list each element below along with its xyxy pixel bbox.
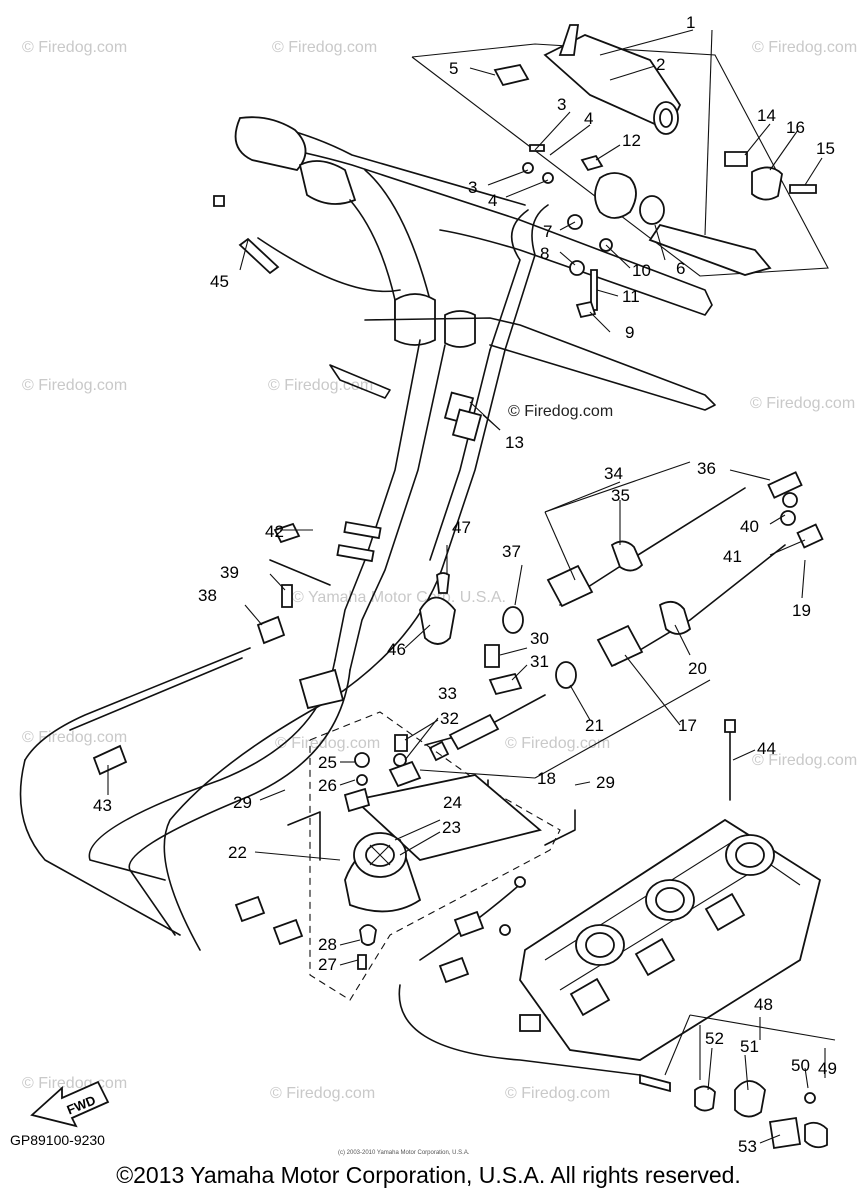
cables bbox=[19, 204, 641, 1076]
watermark: © Firedog.com bbox=[272, 39, 377, 56]
callout-50: 50 bbox=[791, 1056, 810, 1075]
callout-19: 19 bbox=[792, 601, 811, 620]
watermark: © Firedog.com bbox=[22, 729, 127, 746]
watermark: © Firedog.com bbox=[22, 377, 127, 394]
callout-7: 7 bbox=[543, 222, 552, 241]
callout-24: 24 bbox=[443, 793, 462, 812]
callout-4: 4 bbox=[488, 191, 497, 210]
callout-9: 9 bbox=[625, 323, 634, 342]
callout-4: 4 bbox=[584, 109, 593, 128]
callout-labels: 1 2 3 4 3 4 5 6 7 8 9 10 11 12 13 14 15 … bbox=[93, 13, 837, 1156]
diagram-code: GP89100-9230 bbox=[10, 1132, 105, 1148]
callout-39: 39 bbox=[220, 563, 239, 582]
callout-30: 30 bbox=[530, 629, 549, 648]
watermark: © Firedog.com bbox=[22, 39, 127, 56]
callout-3: 3 bbox=[468, 178, 477, 197]
callout-32: 32 bbox=[440, 709, 459, 728]
callout-22: 22 bbox=[228, 843, 247, 862]
center-watermark: © Firedog.com bbox=[508, 403, 613, 420]
callout-17: 17 bbox=[678, 716, 697, 735]
callout-23: 23 bbox=[442, 818, 461, 837]
watermark: © Firedog.com bbox=[22, 1075, 127, 1092]
callout-11: 11 bbox=[622, 287, 640, 306]
callout-51: 51 bbox=[740, 1037, 759, 1056]
callout-44: 44 bbox=[757, 739, 776, 758]
carburetor-assembly bbox=[519, 818, 828, 1150]
watermark: © Firedog.com bbox=[752, 39, 857, 56]
callout-6: 6 bbox=[676, 259, 685, 278]
callout-46: 46 bbox=[387, 640, 406, 659]
callout-leaders bbox=[107, 29, 836, 1144]
callout-2: 2 bbox=[656, 55, 665, 74]
callout-29: 29 bbox=[233, 793, 252, 812]
callout-3: 3 bbox=[557, 95, 566, 114]
handlebar-assembly bbox=[234, 24, 829, 671]
watermark: © Firedog.com bbox=[268, 377, 373, 394]
faint-watermark: © Yamaha Motor Corp. U.S.A. bbox=[292, 589, 506, 606]
callout-28: 28 bbox=[318, 935, 337, 954]
watermark: © Firedog.com bbox=[275, 735, 380, 752]
callout-27: 27 bbox=[318, 955, 337, 974]
callout-20: 20 bbox=[688, 659, 707, 678]
callout-18: 18 bbox=[537, 769, 556, 788]
callout-36: 36 bbox=[697, 459, 716, 478]
callout-33: 33 bbox=[438, 684, 457, 703]
callout-47: 47 bbox=[452, 518, 471, 537]
callout-38: 38 bbox=[198, 586, 217, 605]
copyright-notice: ©2013 Yamaha Motor Corporation, U.S.A. A… bbox=[116, 1162, 741, 1188]
small-copyright: (c) 2003-2010 Yamaha Motor Corporation, … bbox=[338, 1150, 470, 1156]
callout-35: 35 bbox=[611, 486, 630, 505]
callout-42: 42 bbox=[265, 522, 284, 541]
cable-parts bbox=[213, 144, 824, 801]
callout-48: 48 bbox=[754, 995, 773, 1014]
callout-43: 43 bbox=[93, 796, 112, 815]
callout-53: 53 bbox=[738, 1137, 757, 1156]
callout-10: 10 bbox=[632, 261, 651, 280]
callout-40: 40 bbox=[740, 517, 759, 536]
callout-34: 34 bbox=[604, 464, 623, 483]
watermark: © Firedog.com bbox=[505, 1085, 610, 1102]
watermark: © Firedog.com bbox=[752, 752, 857, 769]
callout-41: 41 bbox=[723, 547, 742, 566]
callout-31: 31 bbox=[530, 652, 549, 671]
watermark: © Firedog.com bbox=[270, 1085, 375, 1102]
callout-26: 26 bbox=[318, 776, 337, 795]
callout-13: 13 bbox=[505, 433, 524, 452]
callout-52: 52 bbox=[705, 1029, 724, 1048]
callout-25: 25 bbox=[318, 753, 337, 772]
callout-5: 5 bbox=[449, 59, 458, 78]
callout-16: 16 bbox=[786, 118, 805, 137]
callout-8: 8 bbox=[540, 244, 549, 263]
cable-junction-box bbox=[234, 711, 576, 1001]
callout-14: 14 bbox=[757, 106, 776, 125]
callout-49: 49 bbox=[818, 1059, 837, 1078]
callout-15: 15 bbox=[816, 139, 835, 158]
callout-45: 45 bbox=[210, 272, 229, 291]
watermarks: © Firedog.com © Firedog.com © Firedog.co… bbox=[22, 39, 857, 1102]
callout-12: 12 bbox=[622, 131, 641, 150]
watermark: © Firedog.com bbox=[750, 395, 855, 412]
callout-37: 37 bbox=[502, 542, 521, 561]
watermark: © Firedog.com bbox=[505, 735, 610, 752]
callout-1: 1 bbox=[686, 13, 695, 32]
callout-21: 21 bbox=[585, 716, 604, 735]
callout-29: 29 bbox=[596, 773, 615, 792]
